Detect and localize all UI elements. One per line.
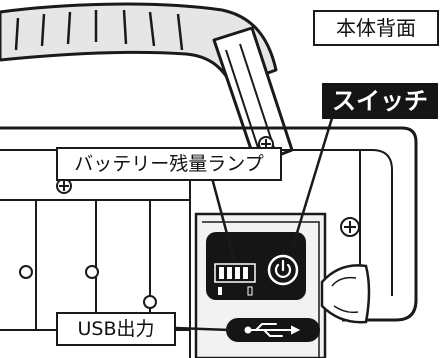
leader-usb xyxy=(175,326,231,332)
device-body xyxy=(0,126,418,358)
control-panel xyxy=(206,232,306,300)
usb-output-label: USB出力 xyxy=(56,312,176,346)
battery-lamp-label: バッテリー残量ランプ xyxy=(56,147,282,181)
port-cap xyxy=(320,264,371,324)
switch-label: スイッチ xyxy=(322,83,438,119)
power-button[interactable] xyxy=(267,254,299,286)
view-label: 本体背面 xyxy=(313,10,439,46)
leader-switch xyxy=(291,117,334,247)
carry-handle xyxy=(0,2,278,88)
leader-battery-lamp xyxy=(210,177,236,261)
usb-icon xyxy=(244,323,301,337)
power-icon xyxy=(274,259,292,278)
screws xyxy=(19,136,360,309)
handle-bracket xyxy=(212,26,294,166)
battery-lamp-indicator xyxy=(214,263,256,296)
leader-lines xyxy=(175,117,334,332)
usb-port[interactable] xyxy=(226,318,320,342)
